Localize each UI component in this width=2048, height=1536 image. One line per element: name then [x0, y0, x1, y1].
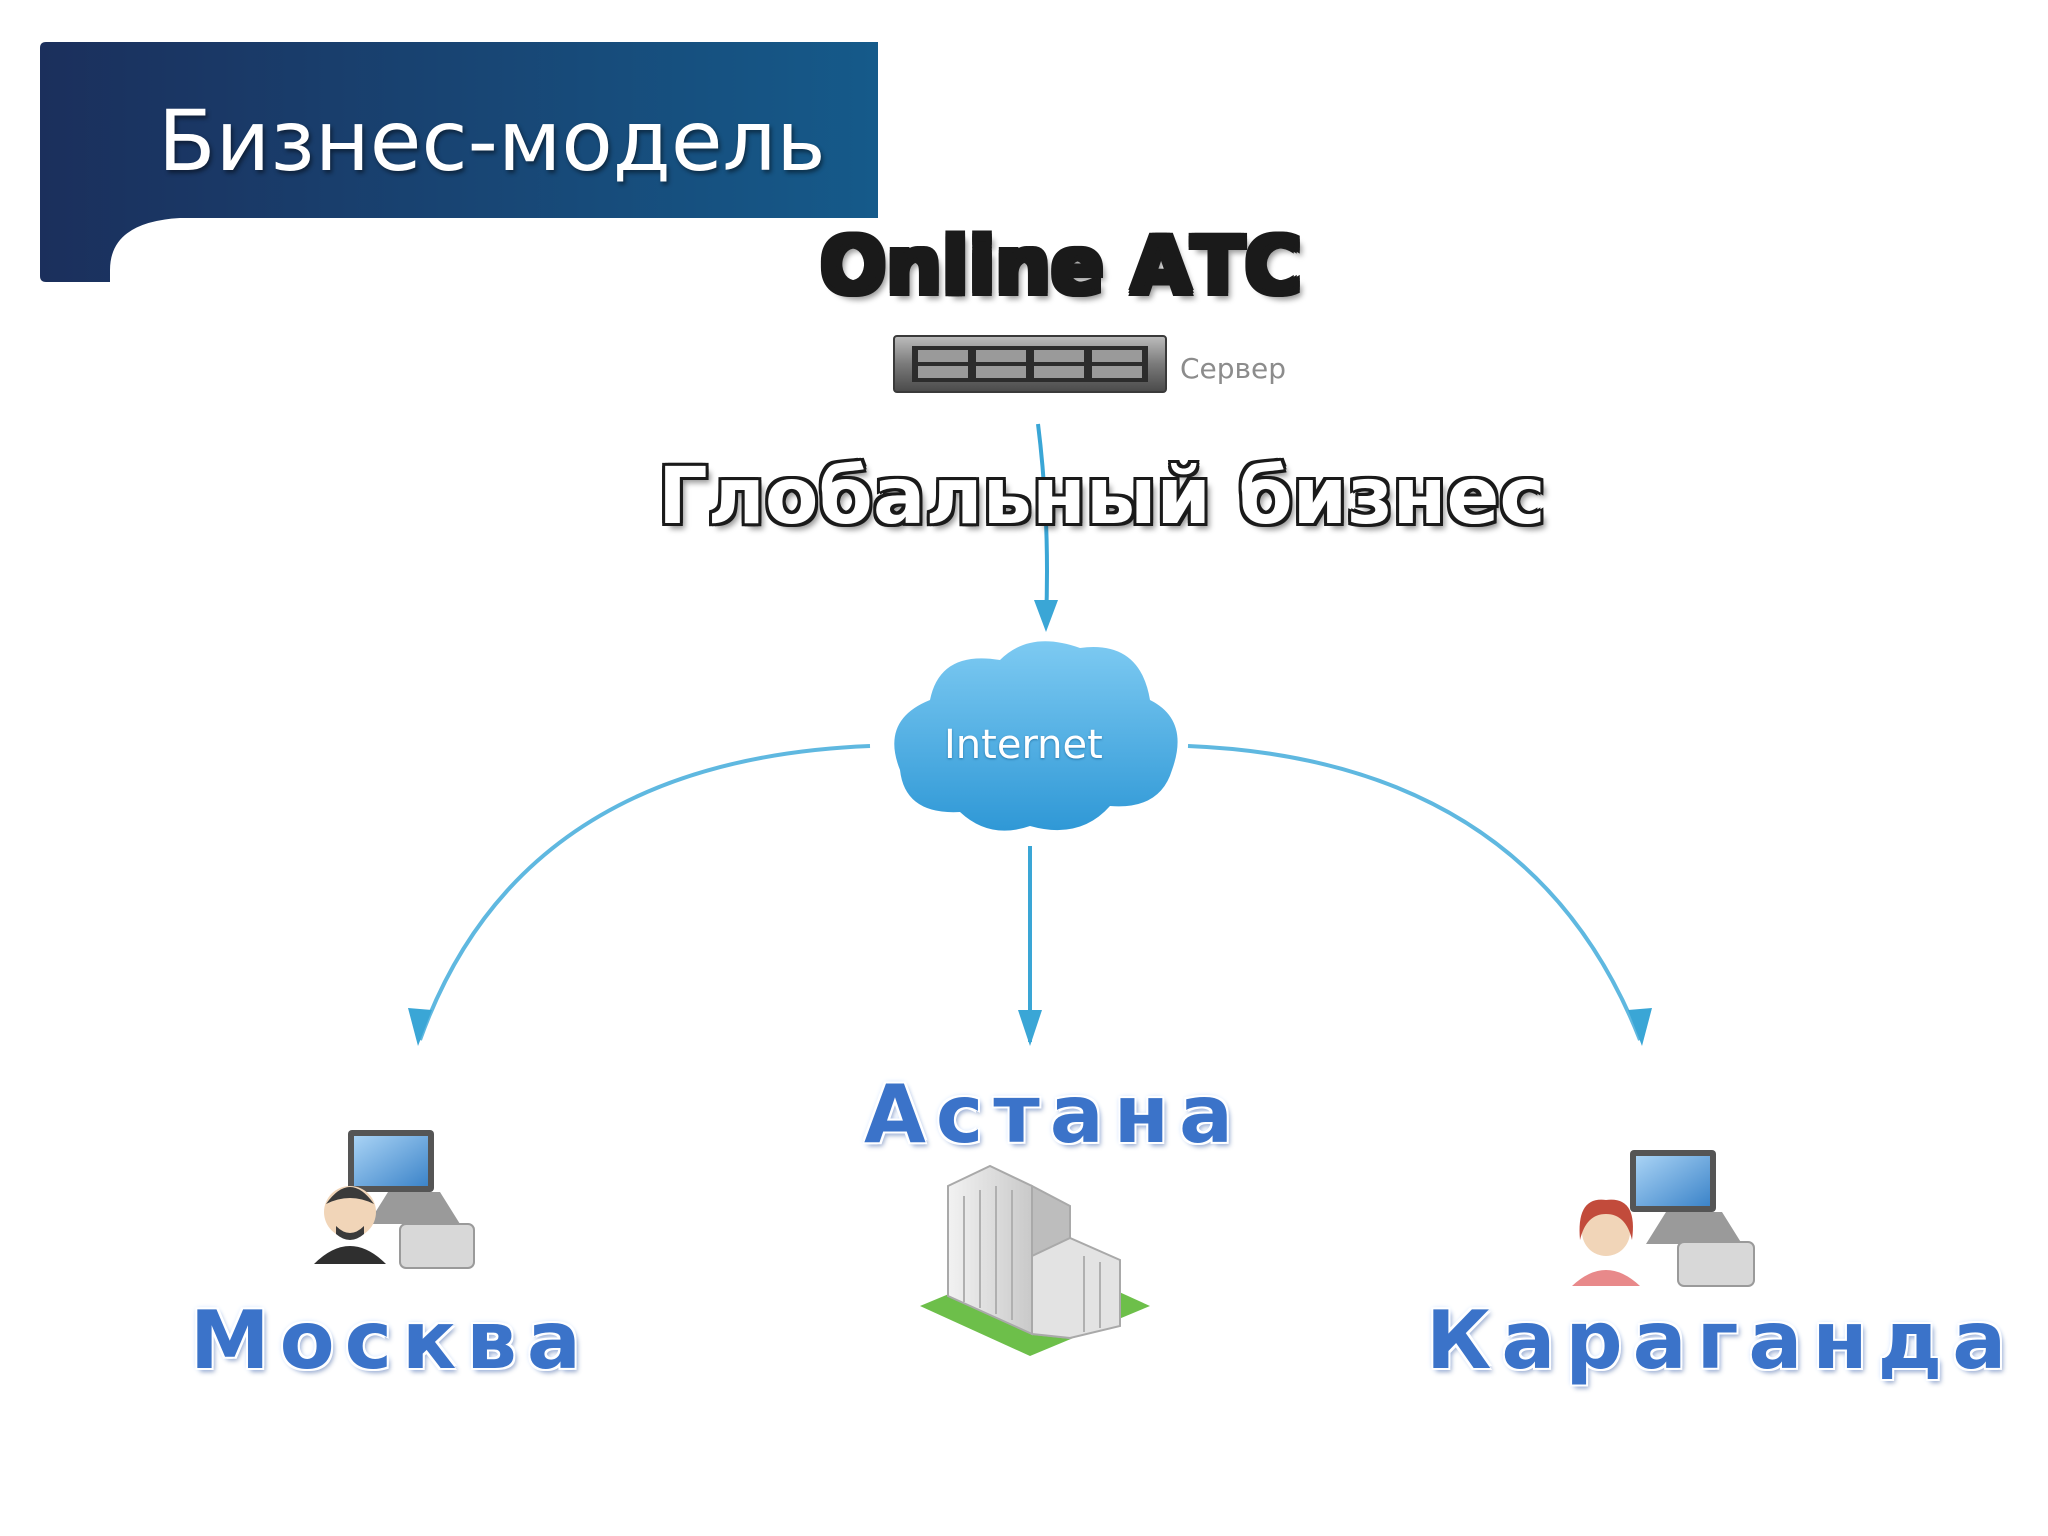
heading-global-business: Глобальный бизнес: [658, 452, 1546, 542]
slide-title: Бизнес-модель: [158, 92, 826, 190]
internet-label: Internet: [944, 722, 1103, 768]
office-building-icon: [920, 1164, 1150, 1356]
city-karaganda-label: Караганда: [1426, 1294, 2017, 1387]
arrow-server-to-internet: [1036, 423, 1049, 623]
city-moskva-label: Москва: [190, 1294, 591, 1387]
cloud-icon: [894, 641, 1178, 831]
heading-online-atc: Online АТС: [820, 222, 1302, 312]
arrow-internet-to-moskva: [418, 744, 871, 1041]
city-astana-label: Астана: [864, 1068, 1243, 1161]
user-workstation-icon: [314, 1130, 475, 1269]
arrow-internet-to-karaganda: [1187, 744, 1642, 1041]
server-icon: [893, 335, 1167, 393]
server-label: Сервер: [1180, 352, 1287, 385]
user-workstation-icon: [1572, 1150, 1755, 1287]
